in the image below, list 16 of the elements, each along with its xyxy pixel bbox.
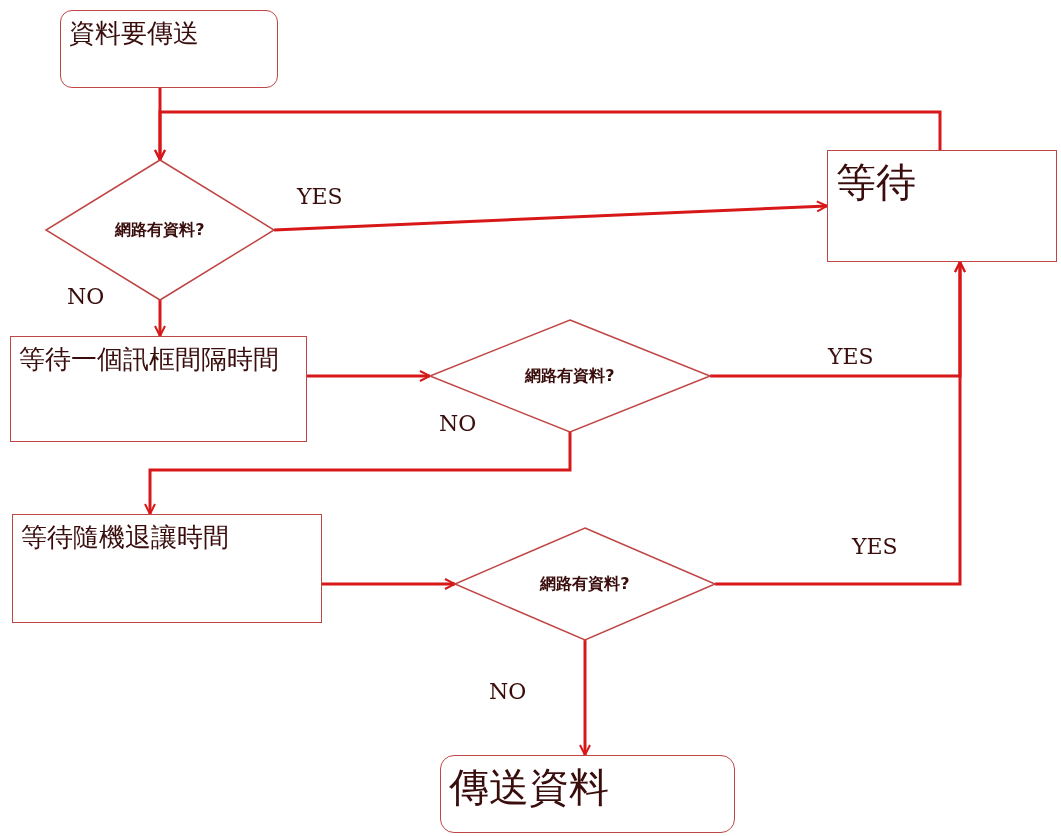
decision-text: 網路有資料? xyxy=(115,219,205,241)
arrow xyxy=(322,578,456,590)
decision-text: 網路有資料? xyxy=(540,573,630,595)
process-box: 等待隨機退讓時間 xyxy=(12,514,322,623)
arrow xyxy=(154,300,166,337)
arrow xyxy=(154,110,942,161)
arrow xyxy=(307,370,431,382)
process-box: 等待 xyxy=(827,150,1057,262)
arrow xyxy=(144,432,572,515)
arrow xyxy=(273,200,828,232)
process-box: 傳送資料 xyxy=(440,755,735,833)
process-box: 等待一個訊框間隔時間 xyxy=(10,336,307,442)
arrow xyxy=(715,261,966,586)
decision-text: 網路有資料? xyxy=(525,365,615,387)
process-box: 資料要傳送 xyxy=(60,10,278,88)
arrow xyxy=(579,640,591,756)
